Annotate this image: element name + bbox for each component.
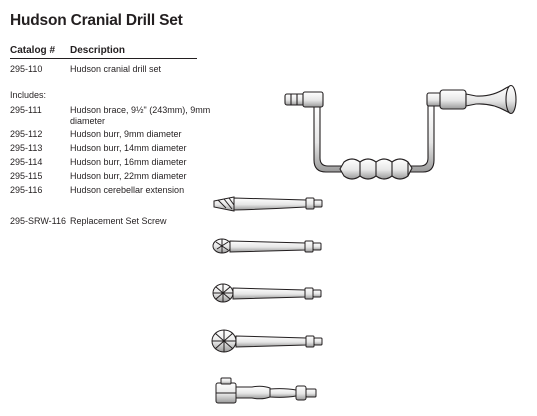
burr-22mm-image [211, 329, 323, 353]
description: Hudson burr, 9mm diameter [70, 129, 182, 139]
catalog-number: 295-SRW-116 [10, 216, 67, 226]
burr-14mm-image [212, 238, 322, 254]
catalog-number: 295-114 [10, 157, 43, 167]
catalog-number: 295-110 [10, 64, 43, 74]
description: Replacement Set Screw [70, 216, 167, 226]
catalog-number: 295-112 [10, 129, 43, 139]
catalog-number: 295-115 [10, 171, 43, 181]
catalog-column-header: Catalog # [10, 45, 56, 56]
description: Hudson burr, 16mm diameter [70, 157, 187, 167]
description: Hudson brace, 9½" (243mm), 9mm diameter [70, 105, 211, 126]
burr-16mm-image [212, 283, 322, 303]
catalog-number: 295-113 [10, 143, 43, 153]
description: Hudson cranial drill set [70, 64, 162, 74]
description: Hudson cerebellar extension [70, 185, 185, 195]
catalog-number: 295-116 [10, 185, 43, 195]
description-column-header: Description [70, 45, 126, 56]
description: Hudson burr, 14mm diameter [70, 143, 187, 153]
includes-label: Includes: [10, 90, 47, 100]
hudson-brace-image [284, 84, 517, 180]
description: Hudson burr, 22mm diameter [70, 171, 187, 181]
header-rule [10, 58, 197, 59]
burr-9mm-image [213, 196, 323, 212]
catalog-number: 295-111 [10, 105, 42, 115]
cerebellar-extension-image [215, 377, 317, 404]
page-title: Hudson Cranial Drill Set [10, 12, 183, 29]
